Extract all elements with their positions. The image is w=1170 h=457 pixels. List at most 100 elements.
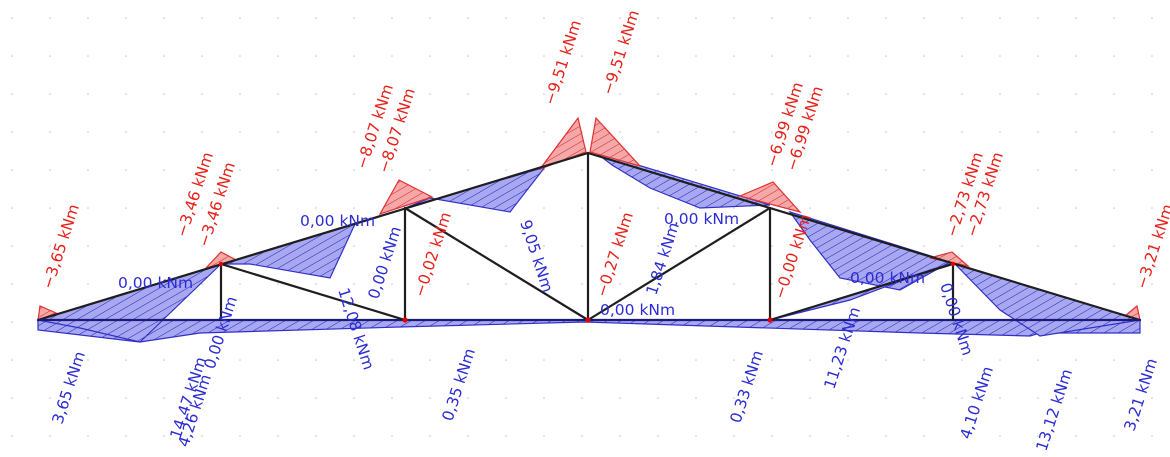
label-apex-b: −9,51 kNm (599, 8, 643, 97)
grid-dot (543, 435, 545, 437)
grid-dot (1151, 359, 1153, 361)
grid-dot (277, 169, 279, 171)
grid-dot (961, 435, 963, 437)
grid-dot (391, 359, 393, 361)
grid-dot (1075, 207, 1077, 209)
grid-dot (277, 359, 279, 361)
grid-dot (657, 207, 659, 209)
grid-dot (1075, 17, 1077, 19)
grid-dot (49, 397, 51, 399)
node4-negative (738, 181, 802, 214)
grid-dot (1037, 397, 1039, 399)
grid-dot (771, 169, 773, 171)
grid-dot (733, 169, 735, 171)
grid-dot (809, 169, 811, 171)
grid-dot (163, 169, 165, 171)
grid-dot (885, 397, 887, 399)
grid-dot (391, 397, 393, 399)
grid-dot (49, 283, 51, 285)
grid-dot (961, 283, 963, 285)
grid-dot (163, 435, 165, 437)
grid-dot (809, 359, 811, 361)
grid-dot (1075, 55, 1077, 57)
grid-dot (201, 169, 203, 171)
grid-dot (961, 207, 963, 209)
grid-dot (467, 359, 469, 361)
grid-dot (467, 207, 469, 209)
grid-dot (619, 207, 621, 209)
grid-dot (11, 55, 13, 57)
grid-dot (1037, 359, 1039, 361)
grid-dot (619, 283, 621, 285)
grid-dot (505, 17, 507, 19)
grid-dot (125, 131, 127, 133)
grid-dot (809, 397, 811, 399)
diagonal-4 (768, 262, 955, 322)
grid-dot (391, 435, 393, 437)
grid-dot (1151, 321, 1153, 323)
grid-dot (429, 93, 431, 95)
grid-dot (1113, 283, 1115, 285)
grid-dot (543, 131, 545, 133)
grid-dot (581, 93, 583, 95)
grid-dot (49, 207, 51, 209)
grid-dot (277, 93, 279, 95)
grid-dot (315, 207, 317, 209)
grid-dot (1037, 93, 1039, 95)
grid-dot (163, 55, 165, 57)
grid-dot (125, 397, 127, 399)
grid-dot (809, 93, 811, 95)
grid-dot (543, 283, 545, 285)
grid-dot (201, 17, 203, 19)
grid-dot (847, 207, 849, 209)
grid-dot (619, 435, 621, 437)
grid-dot (771, 245, 773, 247)
node (218, 261, 224, 267)
grid-dot (733, 397, 735, 399)
grid-dot (277, 55, 279, 57)
grid-dot (391, 17, 393, 19)
grid-dot (391, 283, 393, 285)
grid-dot (885, 207, 887, 209)
grid-dot (505, 397, 507, 399)
grid-dot (125, 435, 127, 437)
grid-dot (923, 93, 925, 95)
grid-dot (695, 283, 697, 285)
grid-dot (353, 359, 355, 361)
grid-dot (1113, 55, 1115, 57)
grid-dot (315, 397, 317, 399)
grid-dot (1075, 435, 1077, 437)
grid-dot (125, 169, 127, 171)
grid-dot (163, 131, 165, 133)
grid-dot (87, 283, 89, 285)
grid-dot (315, 17, 317, 19)
grid-dot (847, 55, 849, 57)
label-zero-right-near: 0,00 kNm (850, 269, 925, 287)
grid-dot (733, 435, 735, 437)
grid-dot (353, 245, 355, 247)
grid-dot (11, 245, 13, 247)
grid-dot (999, 435, 1001, 437)
grid-dot (581, 359, 583, 361)
grid-dot (239, 397, 241, 399)
grid-dot (429, 55, 431, 57)
grid-dot (619, 245, 621, 247)
node (585, 317, 591, 323)
grid-dot (999, 55, 1001, 57)
top-chord-left (36, 151, 590, 322)
grid-dot (429, 17, 431, 19)
grid-dot (999, 17, 1001, 19)
top-chord-right (586, 151, 1142, 322)
grid-dot (125, 359, 127, 361)
grid-dot (809, 245, 811, 247)
grid-dot (961, 55, 963, 57)
grid-dot (1113, 93, 1115, 95)
grid-dot (11, 131, 13, 133)
grid-dot (1075, 169, 1077, 171)
grid-dot (695, 55, 697, 57)
grid-dot (847, 17, 849, 19)
grid-dot (1151, 93, 1153, 95)
grid-dot (1151, 207, 1153, 209)
grid-dot (695, 169, 697, 171)
grid-dot (923, 245, 925, 247)
